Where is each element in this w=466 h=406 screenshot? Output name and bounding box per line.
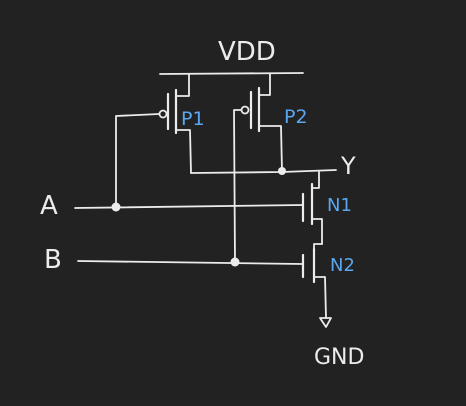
output-junction (278, 167, 286, 175)
input-b-wire (77, 260, 304, 265)
p1-drain-wire (176, 129, 192, 174)
pmos-p1: P1 (115, 73, 205, 208)
p1-source-wire (176, 73, 190, 97)
input-b-junction (230, 257, 240, 267)
p2-source-wire (258, 73, 271, 96)
input-a-junction (111, 202, 121, 212)
nmos-n1: N1 (301, 171, 352, 245)
n1-label: N1 (327, 195, 352, 216)
input-a-wire (74, 204, 304, 209)
input-b-label: B (44, 245, 62, 275)
ground-label: GND (314, 345, 364, 370)
n2-drain-wire (313, 243, 323, 253)
p1-label: P1 (181, 108, 205, 130)
n2-label: N2 (330, 255, 355, 276)
p1-gate-bubble (158, 109, 168, 119)
p2-gate-wire (233, 109, 242, 263)
ground-symbol (319, 317, 332, 328)
p2-gate-bubble (240, 105, 250, 115)
vdd-label: VDD (218, 37, 276, 67)
output-wire (190, 169, 337, 174)
vdd-rail (159, 72, 304, 75)
p2-drain-wire (258, 125, 283, 172)
p1-gate-wire (115, 113, 160, 208)
nmos-n2: N2 (301, 243, 355, 319)
output-label: Y (340, 152, 356, 180)
n2-source-wire (313, 276, 327, 319)
n1-source-wire (312, 218, 323, 245)
p2-label: P2 (284, 106, 308, 128)
n1-drain-wire (312, 171, 320, 189)
input-a-label: A (40, 191, 58, 221)
pmos-p2: P2 (233, 73, 308, 263)
